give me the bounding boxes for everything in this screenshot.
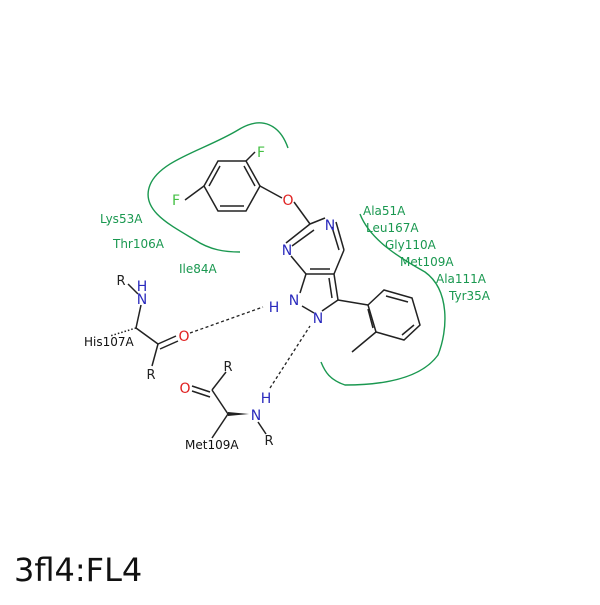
- atom-h-ligand: H: [269, 300, 280, 316]
- diagram-title: 3fl4:FL4: [14, 551, 143, 589]
- hbond-his107: [189, 306, 264, 334]
- pocket-arc-right: [320, 213, 446, 386]
- his107-backbone: [109, 283, 179, 367]
- residue-tyr35: Tyr35A: [448, 289, 491, 303]
- residue-lys53: Lys53A: [100, 212, 143, 226]
- residue-ile84: Ile84A: [179, 262, 218, 276]
- met109-r1: R: [223, 360, 232, 375]
- atom-f1: F: [257, 145, 265, 161]
- met109-backbone-label: Met109A: [185, 438, 239, 452]
- atom-n3: N: [289, 293, 299, 309]
- his107-n: N: [137, 292, 147, 308]
- met109-n: N: [251, 408, 261, 424]
- residue-ala111: Ala111A: [436, 272, 487, 286]
- pyrazole-ring: [299, 273, 339, 314]
- his107-r2: R: [146, 368, 155, 383]
- his107-h: H: [137, 279, 148, 295]
- difluorophenyl-ring: [184, 151, 283, 212]
- met109-h: H: [261, 391, 272, 407]
- tolyl-ring: [337, 289, 421, 353]
- met109-backbone: [191, 371, 267, 439]
- his107-o: O: [178, 329, 189, 345]
- residue-ala51: Ala51A: [363, 204, 406, 218]
- atom-n2: N: [282, 243, 292, 259]
- his107-label: His107A: [84, 335, 135, 349]
- met109-o: O: [179, 381, 190, 397]
- residue-met109: Met109A: [400, 255, 454, 269]
- atom-f2: F: [172, 193, 180, 209]
- atom-o-ether: O: [282, 193, 293, 209]
- residue-leu167: Leu167A: [366, 221, 419, 235]
- hbond-met109: [269, 325, 311, 389]
- residue-thr106: Thr106A: [112, 237, 165, 251]
- atom-n4: N: [313, 311, 323, 327]
- pyrimidine-ring: [285, 201, 345, 275]
- residue-gly110: Gly110A: [385, 238, 437, 252]
- pocket-arc-left: [147, 122, 289, 253]
- atom-n1: N: [325, 218, 335, 234]
- met109-r2: R: [264, 434, 273, 449]
- his107-r1: R: [116, 274, 125, 289]
- wedge-bond: [228, 412, 249, 416]
